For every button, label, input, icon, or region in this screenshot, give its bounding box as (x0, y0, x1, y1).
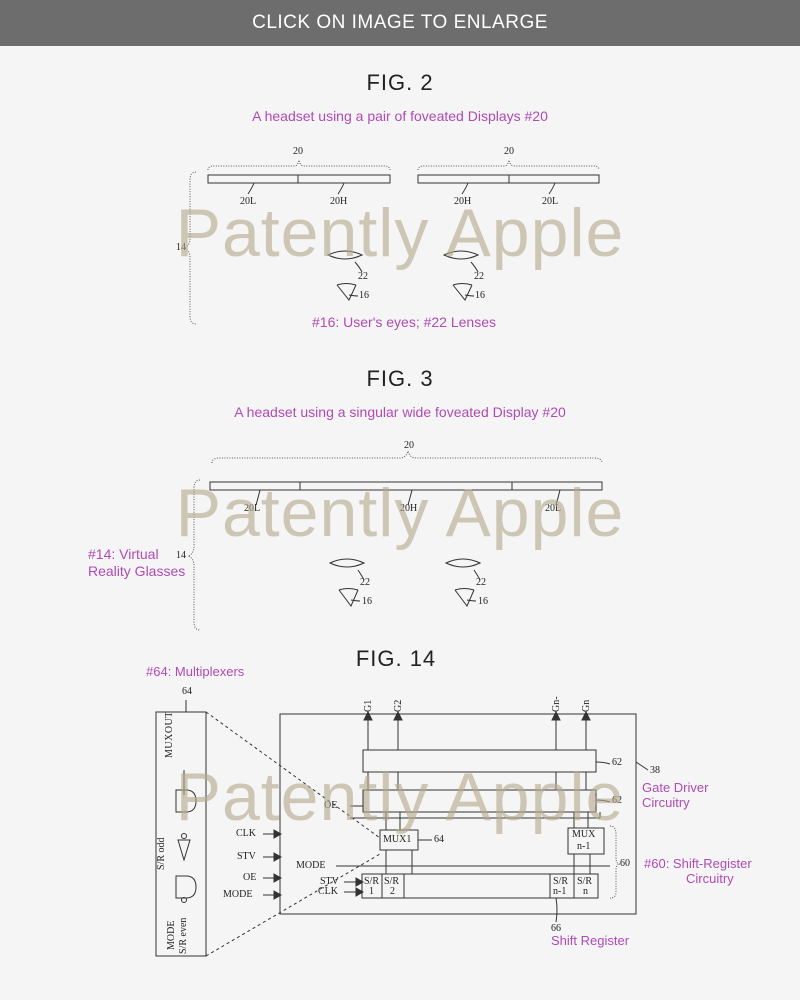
fig14-ref-62a: 62 (612, 757, 622, 768)
fig14-circuit-box (279, 713, 637, 915)
fig14-sr1-a: S/R (364, 876, 380, 887)
fig2-eye-left-ref: 16 (359, 290, 369, 301)
fig14-oe-inner: OE (324, 800, 338, 811)
fig2-eye-right-ref: 16 (475, 290, 485, 301)
fig14-srn-a: S/R (577, 876, 593, 887)
fig3-wide-display (209, 481, 603, 491)
fig2-eye-left (336, 283, 359, 301)
fig2-lens-left-ref: 22 (358, 271, 368, 282)
fig2-left-display (207, 174, 391, 184)
fig3-lens-right-ref: 22 (476, 577, 486, 588)
fig3-title: FIG. 3 (366, 366, 434, 391)
fig14-sr1-b: 1 (369, 886, 374, 897)
fig2-title: FIG. 2 (366, 70, 434, 95)
fig3-eye-left (338, 588, 361, 607)
fig3-lens-left (328, 558, 366, 581)
fig14-sr2-b: 2 (390, 886, 395, 897)
enlarge-banner[interactable]: CLICK ON IMAGE TO ENLARGE (0, 0, 800, 46)
fig2-right-display (417, 174, 600, 184)
fig14-mux1-label: MUX1 (383, 834, 412, 845)
fig14-stv-inner: STV (320, 876, 339, 887)
fig3-eye-left-ref: 16 (362, 596, 372, 607)
fig2-left-h-label: 20H (330, 196, 348, 207)
fig14-ref-60: 60 (620, 858, 630, 869)
fig14-mode-label-vertical: MODE (166, 920, 177, 950)
fig14-oe-input: OE (243, 872, 257, 883)
fig14-gate-caption-2: Circuitry (642, 795, 690, 810)
fig14-g1-label: G1 (363, 699, 374, 712)
fig3-top-brace (211, 449, 603, 464)
fig14-buffer-row-1 (362, 749, 597, 773)
fig14-ref-66: 66 (551, 923, 561, 934)
fig14-gate-outputs (363, 710, 591, 750)
fig2-lens-right-ref: 22 (474, 271, 484, 282)
fig3-display-ref: 20 (404, 440, 414, 451)
fig14-mode-inner: MODE (296, 860, 326, 871)
fig3-caption: A headset using a singular wide foveated… (234, 404, 566, 420)
fig14-shift-register-row (361, 873, 599, 899)
fig3-eye-right-ref: 16 (478, 596, 488, 607)
fig3-left-l-label: 20L (244, 503, 261, 514)
fig14-srn-b: n (583, 886, 588, 897)
fig3-lens-left-ref: 22 (360, 577, 370, 588)
fig14-srn1-a: S/R (553, 876, 569, 887)
fig14-muxn-label-2: n-1 (577, 841, 591, 852)
fig14-shift-register-caption: Shift Register (551, 933, 630, 948)
fig14-shift-caption-1: #60: Shift-Register (644, 856, 752, 871)
fig14-g2-label: G2 (393, 699, 404, 712)
fig14-clk-input: CLK (236, 828, 256, 839)
fig14-srn1-b: n-1 (553, 886, 567, 897)
fig14-mux-caption: #64: Multiplexers (146, 664, 245, 679)
fig14-clk-inner: CLK (318, 886, 338, 897)
fig2-caption: A headset using a pair of foveated Displ… (252, 108, 548, 124)
fig14-logic-gates (175, 770, 197, 903)
fig2-right-h-label: 20H (454, 196, 472, 207)
fig14-sr-odd-label: S/R odd (156, 837, 167, 870)
fig2-right-brace (417, 159, 600, 171)
fig2-lens-left (326, 250, 364, 273)
fig14-mux-detail-box (155, 711, 207, 957)
fig2-bracket-ref: 14 (176, 242, 186, 253)
fig14-mux1-ref: 64 (434, 834, 444, 845)
fig3-right-l-label: 20L (545, 503, 562, 514)
fig3-mid-h-label: 20H (400, 503, 418, 514)
fig14-sr-even-label: S/R even (178, 917, 189, 954)
fig2-right-l-label: 20L (542, 196, 559, 207)
enlarge-banner-label: CLICK ON IMAGE TO ENLARGE (252, 12, 548, 33)
fig14-muxout-label: MUXOUT (164, 711, 175, 758)
fig14-gate-caption-1: Gate Driver (642, 780, 709, 795)
fig3-side-bracket (186, 479, 201, 631)
fig2-left-l-label: 20L (240, 196, 257, 207)
fig14-mux-ref: 64 (182, 686, 192, 697)
fig14-title: FIG. 14 (355, 646, 437, 671)
fig2-eyes-caption: #16: User's eyes; #22 Lenses (312, 314, 497, 330)
fig2-right-display-ref: 20 (504, 146, 514, 157)
fig14-input-arrows (263, 829, 365, 900)
fig14-shift-caption-2: Circuitry (686, 871, 734, 886)
fig2-left-brace (207, 159, 391, 171)
fig2-left-display-ref: 20 (293, 146, 303, 157)
fig3-glasses-caption-2: Reality Glasses (88, 563, 186, 579)
fig14-sr2-a: S/R (384, 876, 400, 887)
fig14-gn-label: Gn (581, 699, 592, 712)
fig3-eye-right (454, 588, 477, 607)
fig2-eye-right (452, 283, 475, 301)
fig3-lens-right (444, 558, 482, 581)
fig14-muxn-label-1: MUX (572, 829, 596, 840)
fig3-glasses-caption-1: #14: Virtual (88, 546, 159, 562)
fig14-buffer-row-2 (362, 789, 597, 813)
fig14-ref-38: 38 (650, 765, 660, 776)
fig14-stv-input: STV (237, 851, 256, 862)
fig14-ref-62b: 62 (612, 795, 622, 806)
fig14-mode-input: MODE (223, 889, 253, 900)
fig2-lens-right (442, 250, 480, 273)
fig14-gn-minus-label: Gn- (551, 696, 562, 712)
fig14-muxn1-block (567, 827, 605, 855)
fig3-bracket-ref: 14 (176, 550, 186, 561)
fig2-side-bracket (182, 171, 197, 325)
